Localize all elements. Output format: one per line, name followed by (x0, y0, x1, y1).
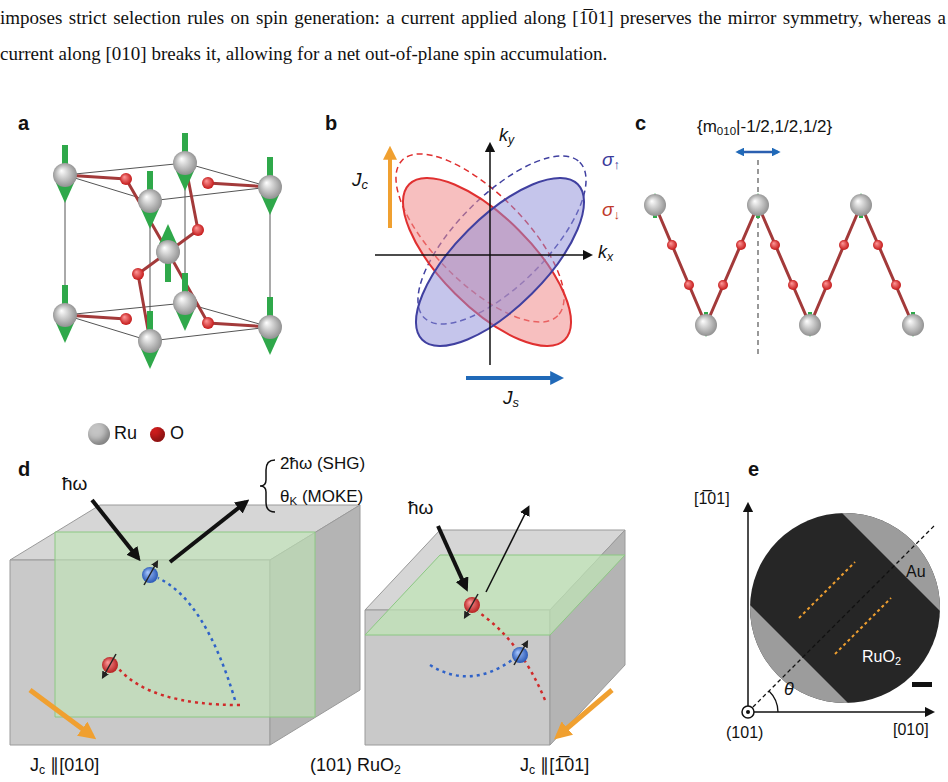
subscript: c (39, 763, 45, 777)
legend-text: Ru (114, 424, 137, 444)
subscript: 2 (895, 655, 901, 667)
signal-label: 2ħω (SHG) (280, 455, 365, 474)
legend-swatch (150, 427, 165, 442)
body-text: imposes strict selection rules on spin g… (0, 0, 946, 72)
current-label: Js (503, 388, 519, 409)
subscript: ↓ (613, 207, 619, 222)
legend-swatch (88, 423, 110, 445)
panel-letter: a (18, 112, 29, 134)
current-direction: Jc ∥[010] (30, 756, 99, 776)
symmetry-label: {m010|-1/2,1/2,1/2} (697, 118, 832, 137)
panel-letter: b (325, 112, 337, 134)
axis-label: (101) (726, 724, 763, 742)
panel-letter: c (635, 112, 646, 134)
photon-label: ħω (62, 474, 87, 495)
legend-text: O (170, 424, 184, 444)
current-label: Jc (352, 170, 368, 191)
subscript: 2 (394, 763, 401, 777)
panel-letter: e (748, 458, 759, 480)
subscript: 010 (717, 125, 736, 137)
spin-label: σ↑ (602, 150, 620, 171)
axis-label: [1̅01] (694, 490, 730, 508)
current-direction: Jc ∥[1̅01] (520, 756, 589, 776)
signal-label: θK (MOKE) (280, 488, 363, 507)
axis-label: [010] (893, 721, 929, 739)
spin-label: σ↓ (602, 200, 620, 221)
axis-label: ky (499, 126, 514, 146)
subscript: c (529, 763, 535, 777)
material-label: RuO2 (862, 648, 901, 666)
subscript: ↑ (613, 157, 619, 172)
material-label: Au (906, 563, 926, 581)
subscript: s (513, 395, 519, 410)
subscript: K (289, 495, 297, 507)
photon-label: ħω (408, 498, 433, 519)
axis-label: kx (598, 243, 613, 263)
subscript: x (607, 250, 613, 264)
sample-label: (101) RuO2 (310, 756, 401, 776)
subscript: c (362, 177, 368, 192)
subscript: y (508, 133, 514, 147)
panel-letter: d (18, 458, 30, 480)
angle-label: θ (784, 680, 794, 700)
